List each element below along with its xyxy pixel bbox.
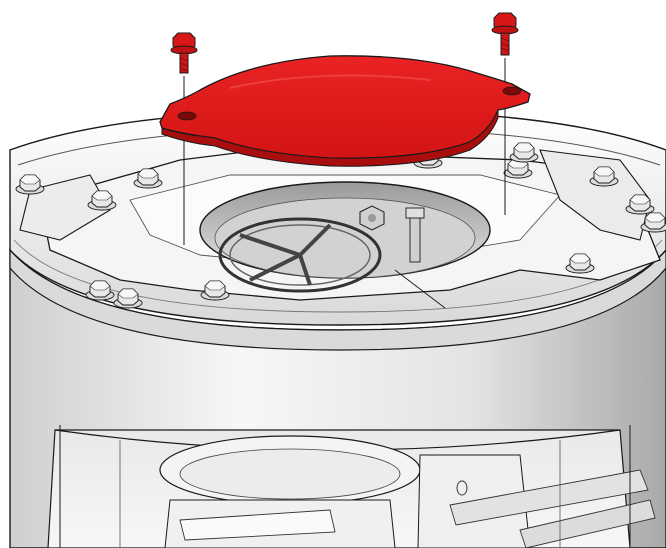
rim-bolts	[15, 142, 666, 309]
inner-nut	[359, 205, 385, 231]
hex-bolt	[113, 288, 143, 309]
cover-plate	[159, 55, 531, 167]
hex-bolt	[15, 174, 45, 195]
hex-bolt	[85, 280, 115, 301]
hex-bolt	[509, 142, 539, 163]
hex-bolt	[565, 253, 595, 274]
hex-bolt	[589, 166, 619, 187]
hex-bolt	[640, 212, 666, 233]
hex-bolt	[133, 168, 163, 189]
hex-bolt	[625, 194, 655, 215]
flange-screw-left	[170, 32, 198, 74]
pulley-wheel	[218, 217, 382, 293]
flange-screw-right	[491, 12, 519, 56]
drum-housing	[9, 248, 666, 548]
inner-rod	[405, 207, 425, 263]
hex-bolt	[200, 280, 230, 301]
hex-bolt	[87, 190, 117, 211]
center-opening	[199, 181, 491, 309]
